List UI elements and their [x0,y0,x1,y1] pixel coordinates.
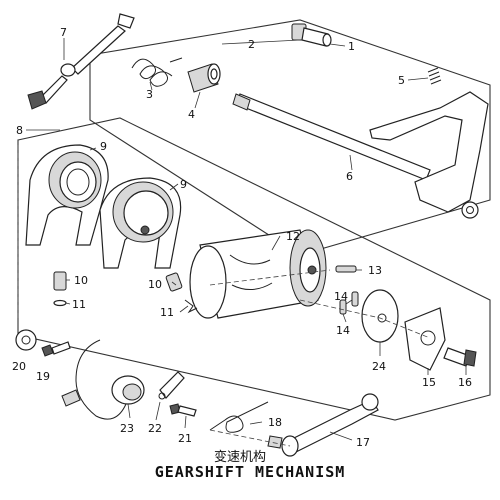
callout-1: 1 [348,40,355,53]
part-drum-plate [361,289,399,343]
callout-19: 19 [36,370,50,383]
callout-9-fork-a: 9 [100,140,107,153]
callout-3: 3 [146,88,153,101]
diagram-title-english: GEARSHIFT MECHANISM [154,463,346,481]
part-torsion-spring [209,401,269,433]
part-bolt-small [41,341,71,357]
part-return-spring [131,57,183,87]
part-shift-arm [267,393,379,457]
callout-23: 23 [120,422,134,435]
part-shift-drum [189,229,327,319]
callout-16: 16 [458,376,472,389]
callout-5: 5 [398,74,405,87]
part-shift-fork-b [99,177,182,269]
callout-15: 15 [422,376,436,389]
part-shift-shaft [232,91,489,219]
callout-20: 20 [12,360,26,373]
group-panel-shift-shaft [89,19,491,256]
callout-22: 22 [148,422,162,435]
callout-14-a: 14 [334,290,348,303]
callout-7: 7 [60,26,67,39]
part-guide-pin-a [53,271,67,307]
callout-14-b: 14 [336,324,350,337]
part-bolt [443,347,477,367]
callout-11-b: 11 [160,306,174,319]
diagram-title-chinese: 变速机构 [213,450,266,465]
callout-21: 21 [178,432,192,445]
part-guide-pin-b [165,272,198,314]
callout-9-fork-b: 9 [180,178,187,191]
callout-13: 13 [368,264,382,277]
callout-4: 4 [188,108,195,121]
callout-8: 8 [16,124,23,137]
part-lever-link [158,371,185,400]
part-gear-sensor [61,339,145,420]
callout-6: 6 [346,170,353,183]
part-drum-stopper [404,307,446,371]
callout-17: 17 [356,436,370,449]
callout-11-a: 11 [72,298,86,311]
part-collar [187,63,221,93]
part-screw [169,403,197,417]
callout-10-b: 10 [148,278,162,291]
callout-18: 18 [268,416,282,429]
part-pin [291,23,332,47]
part-washer [15,329,37,351]
part-gear-pedal [27,13,135,110]
callout-2: 2 [248,38,255,51]
callout-12: 12 [286,230,300,243]
callout-24: 24 [372,360,386,373]
part-shift-fork-a [25,144,109,246]
part-small-spring [427,67,442,85]
part-drum-pins [335,265,359,315]
leader-lines [26,38,467,441]
callout-10-a: 10 [74,274,88,287]
